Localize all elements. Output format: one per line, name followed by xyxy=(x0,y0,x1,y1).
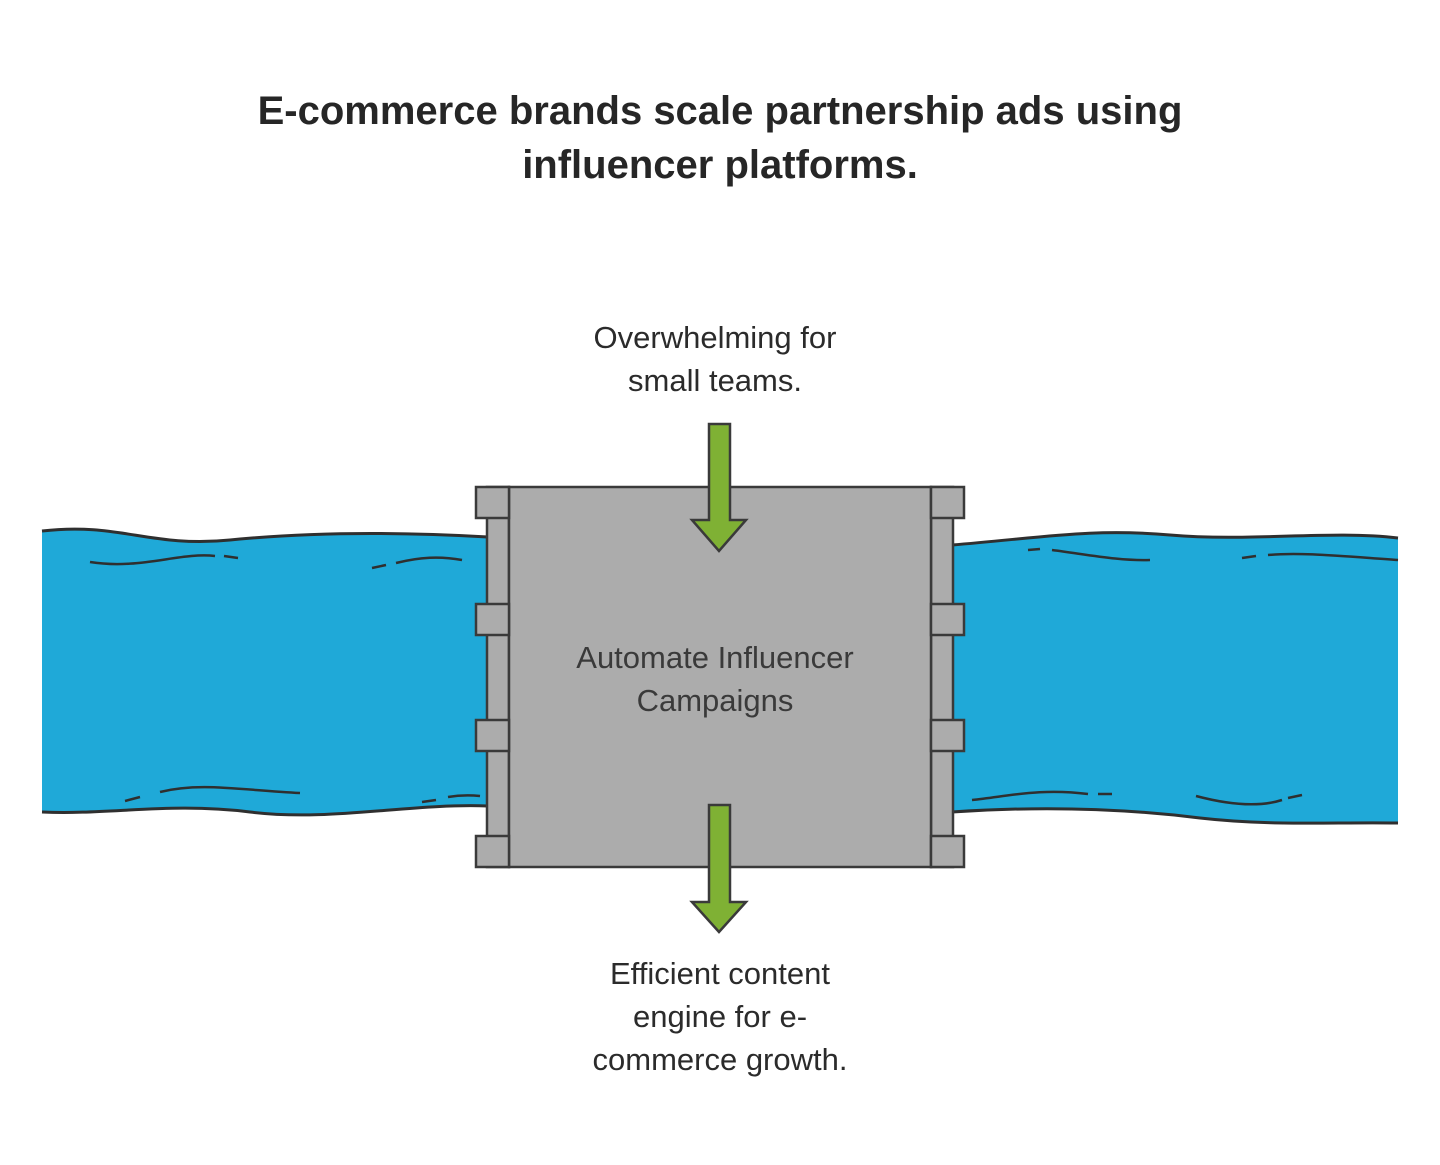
river-right-top-edge xyxy=(951,531,1399,547)
river-left-body xyxy=(42,529,488,815)
river-left-bottom-edge xyxy=(41,804,489,817)
ripple-line xyxy=(971,790,1089,802)
dam-bracket xyxy=(929,834,966,869)
output-label-line-3: commerce growth. xyxy=(592,1042,848,1077)
ripple-line xyxy=(1241,554,1257,560)
process-label: Automate Influencer Campaigns xyxy=(500,636,930,722)
dam-bracket xyxy=(474,834,511,869)
ripple-line xyxy=(223,554,239,560)
ripple-line xyxy=(89,554,216,566)
dam-post-right xyxy=(929,485,955,869)
ripple-line xyxy=(1195,794,1283,806)
title-line-1: E-commerce brands scale partnership ads … xyxy=(257,89,1183,133)
input-label-line-1: Overwhelming for xyxy=(593,320,837,355)
ripple-line xyxy=(1287,793,1303,800)
ripple-line xyxy=(421,798,437,804)
ripple-line xyxy=(1267,552,1399,562)
output-label-line-1: Efficient content xyxy=(609,956,830,991)
river-right xyxy=(951,531,1399,825)
process-label-line-2: Campaigns xyxy=(636,683,794,718)
input-arrow-down-icon xyxy=(689,422,749,553)
output-label-line-2: engine for e- xyxy=(632,999,808,1034)
dam-bracket xyxy=(929,602,966,637)
ripple-line xyxy=(395,556,463,565)
ripple-line xyxy=(124,795,141,803)
ripple-line xyxy=(447,794,481,799)
output-arrow-down-icon xyxy=(689,803,749,934)
river-right-bottom-edge xyxy=(951,807,1399,825)
input-label-line-2: small teams. xyxy=(628,363,802,398)
river-left-top-edge xyxy=(41,527,489,544)
river-right-body xyxy=(952,532,1398,824)
ripple-line xyxy=(159,785,301,795)
ripple-line xyxy=(1027,547,1041,552)
process-label-line-1: Automate Influencer xyxy=(576,640,854,675)
page-title: E-commerce brands scale partnership ads … xyxy=(0,84,1440,192)
dam-bracket xyxy=(474,718,511,753)
input-label: Overwhelming for small teams. xyxy=(520,316,910,402)
river-left xyxy=(41,527,489,817)
title-line-2: influencer platforms. xyxy=(522,143,918,187)
dam-bracket xyxy=(474,602,511,637)
dam-bracket xyxy=(929,718,966,753)
dam-bracket xyxy=(474,485,511,520)
ripple-line xyxy=(371,563,387,570)
ripple-line xyxy=(1051,548,1151,562)
output-label: Efficient content engine for e- commerce… xyxy=(520,952,920,1081)
dam-bracket xyxy=(929,485,966,520)
